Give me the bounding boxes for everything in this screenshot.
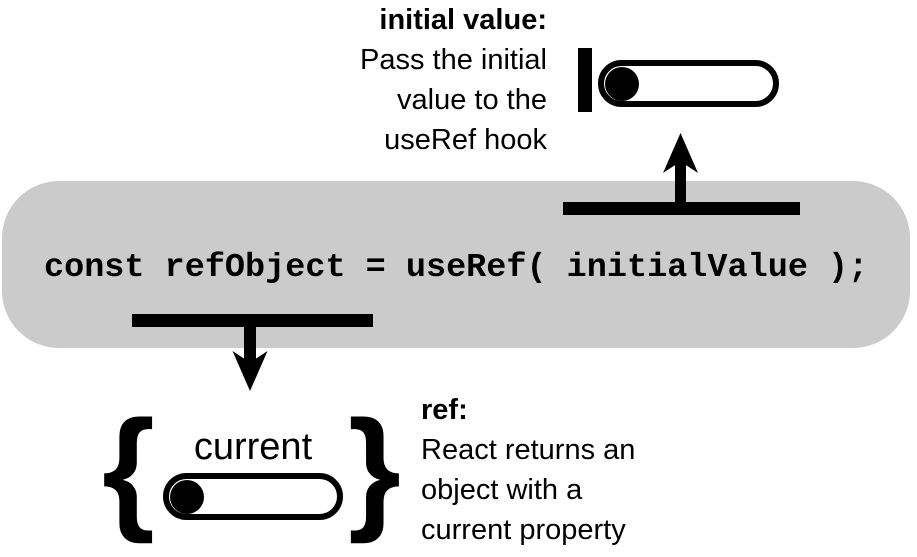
ref-line-1: React returns an [421,434,636,466]
current-value-marble-icon [170,479,204,514]
initial-value-marker-icon [578,48,592,112]
initial-value-line-3: useRef hook [384,124,547,156]
left-brace: { [102,392,155,544]
initial-value-marble-icon [605,66,639,101]
ref-title: ref: [421,394,468,426]
code-line: const refObject = useRef( initialValue )… [44,249,869,287]
initial-value-title: initial value: [379,4,547,36]
ref-line-3: current property [421,514,626,546]
current-property-label: current [193,426,313,468]
ref-line-2: object with a [421,474,583,506]
right-brace: } [348,392,401,544]
initial-value-annotation: initial value: Pass the initial value to… [360,0,547,160]
ref-container-top-icon [598,60,779,107]
ref-container-bottom-icon [163,473,343,520]
ref-annotation: ref: React returns an object with a curr… [421,390,635,550]
initial-value-line-2: value to the [397,84,547,116]
initial-value-line-1: Pass the initial [360,44,547,76]
